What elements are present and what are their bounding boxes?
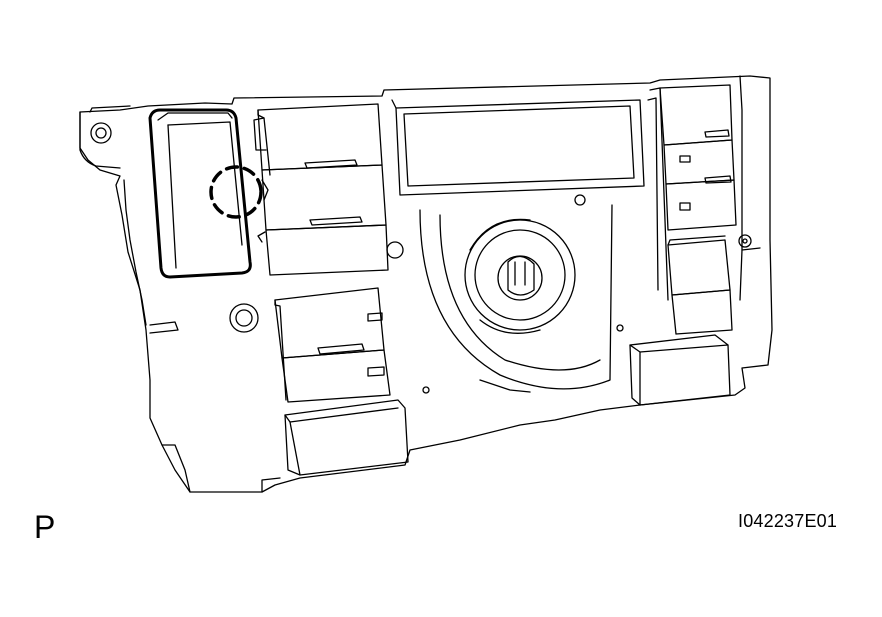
left-lower-switches xyxy=(229,287,391,403)
highlighted-button-outline xyxy=(148,108,252,279)
left-upper-switches xyxy=(253,103,404,276)
right-bottom-knob xyxy=(629,334,731,406)
right-switches xyxy=(647,84,737,335)
center-rotary-knob xyxy=(419,194,624,394)
panel-body xyxy=(79,75,773,493)
view-letter-label: P xyxy=(34,509,56,545)
dashed-circle-highlight xyxy=(209,165,263,219)
display-window xyxy=(391,99,645,196)
left-bottom-knob xyxy=(284,399,409,476)
figure-id-label: I042237E01 xyxy=(738,511,838,531)
